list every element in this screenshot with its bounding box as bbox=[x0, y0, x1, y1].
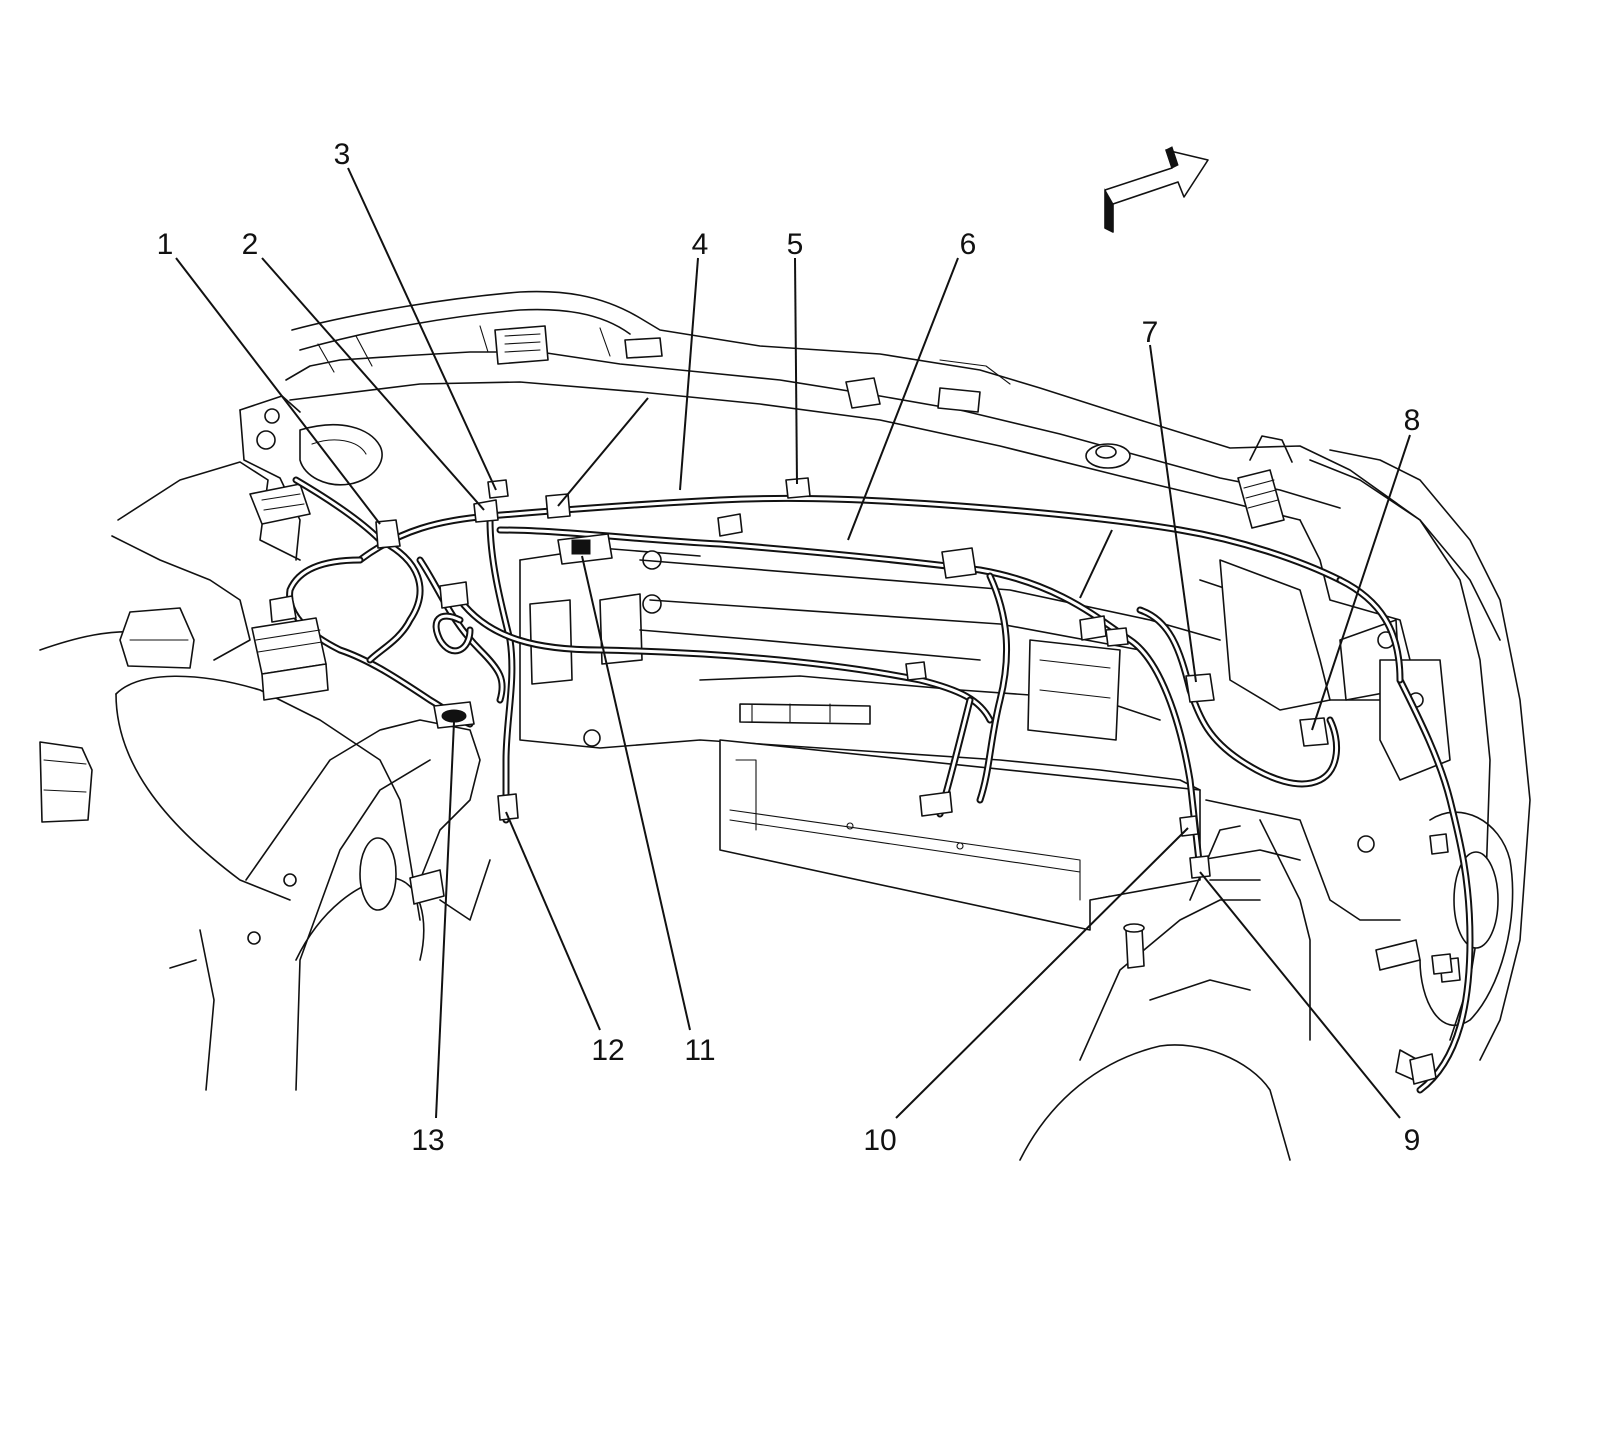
wiring-harness bbox=[286, 476, 1474, 1094]
leader-6 bbox=[847, 257, 959, 541]
leader-1 bbox=[175, 257, 381, 525]
callout-7: 7 bbox=[1142, 316, 1159, 349]
left-inner-fender bbox=[39, 607, 491, 1091]
ground-12 bbox=[497, 793, 519, 821]
forward-arrow-icon bbox=[1104, 146, 1209, 233]
leader-4a bbox=[679, 257, 699, 491]
radiator-support-lower bbox=[519, 547, 1221, 931]
callout-6: 6 bbox=[960, 228, 977, 261]
leader-10 bbox=[895, 827, 1189, 1119]
callout-1: 1 bbox=[157, 228, 174, 261]
leader-2 bbox=[261, 257, 485, 511]
radiator-support-upper bbox=[285, 290, 1501, 641]
leader-6b bbox=[1079, 529, 1113, 599]
leader-3 bbox=[347, 167, 497, 491]
left-junction-block bbox=[251, 617, 329, 701]
callout-3: 3 bbox=[334, 138, 351, 171]
callout-4: 4 bbox=[692, 228, 709, 261]
ground-9 bbox=[1189, 855, 1211, 879]
leader-9 bbox=[1199, 871, 1401, 1119]
callout-8: 8 bbox=[1404, 404, 1421, 437]
clip-5 bbox=[785, 477, 811, 499]
right-inner-fender bbox=[1019, 825, 1291, 1161]
left-headlamp-area bbox=[111, 395, 383, 661]
leader-4b bbox=[557, 397, 649, 507]
leader-8 bbox=[1311, 434, 1411, 731]
callout-13: 13 bbox=[411, 1124, 444, 1157]
leader-7 bbox=[1149, 344, 1197, 683]
harness-connectors bbox=[269, 477, 1453, 1085]
callout-9: 9 bbox=[1404, 1124, 1421, 1157]
callout-10: 10 bbox=[863, 1124, 896, 1157]
callout-5: 5 bbox=[787, 228, 804, 261]
connector-1 bbox=[375, 519, 401, 549]
callout-11: 11 bbox=[684, 1034, 715, 1067]
leader-lines bbox=[175, 167, 1411, 1119]
callout-12: 12 bbox=[591, 1034, 624, 1067]
callout-2: 2 bbox=[242, 228, 259, 261]
clip-3 bbox=[487, 479, 509, 499]
leader-13 bbox=[435, 721, 455, 1119]
connector-6 bbox=[941, 547, 977, 579]
leader-5 bbox=[794, 257, 798, 485]
leader-12 bbox=[505, 811, 601, 1031]
connector-7 bbox=[1185, 673, 1215, 703]
leader-11 bbox=[581, 555, 691, 1031]
callout-labels: 1 2 3 4 5 6 7 8 9 10 11 12 13 bbox=[157, 138, 1421, 1157]
